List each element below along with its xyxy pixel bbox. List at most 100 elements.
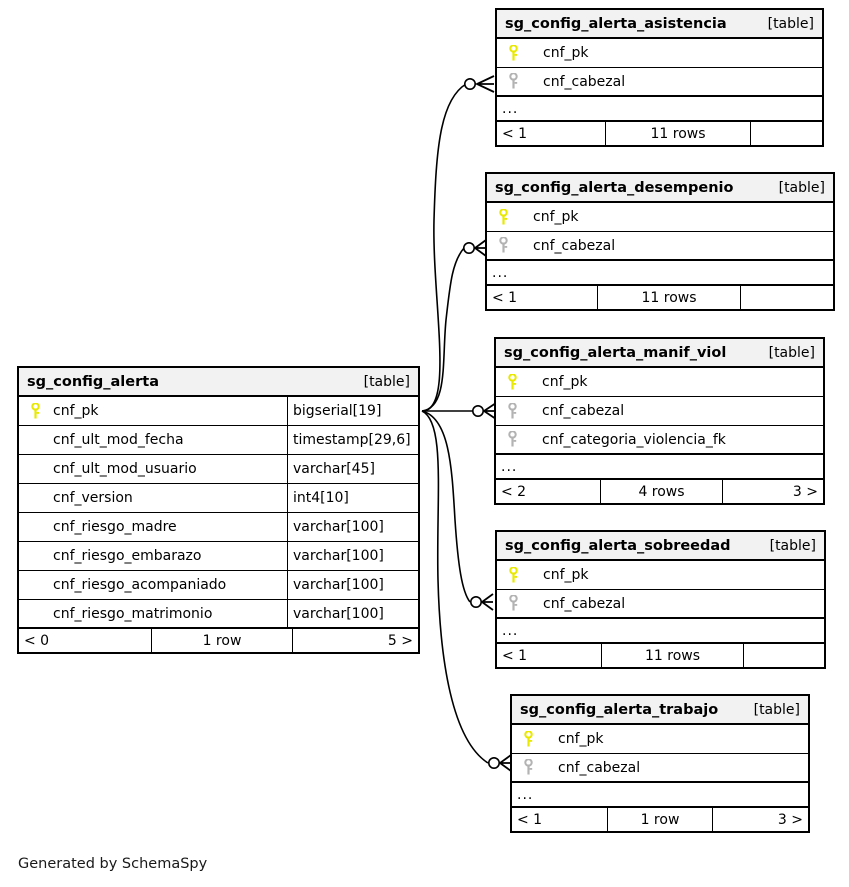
table-footer: < 1 1 row 3 > <box>512 808 808 831</box>
table-row[interactable]: cnf_pk <box>487 203 833 232</box>
generated-by-credit: Generated by SchemaSpy <box>18 856 208 872</box>
foreign-key-icon <box>503 595 523 612</box>
table-kind-label: [table] <box>363 373 410 390</box>
footer-parents-count[interactable]: < 1 <box>502 125 528 142</box>
column-name: cnf_version <box>53 490 133 506</box>
crowsfoot-asistencia <box>474 75 495 93</box>
column-name: cnf_cabezal <box>543 73 626 90</box>
footer-children-count[interactable] <box>743 644 824 667</box>
footer-children-count[interactable]: 3 > <box>722 480 823 503</box>
table-footer: < 1 11 rows <box>497 122 822 145</box>
table-title-bar: sg_config_alerta_asistencia [table] <box>497 10 822 39</box>
foreign-key-icon <box>502 431 522 448</box>
primary-key-icon <box>503 44 523 62</box>
primary-key-icon <box>502 373 522 391</box>
column-type: varchar[100] <box>287 513 418 541</box>
table-row[interactable]: cnf_cabezal <box>496 397 823 426</box>
column-name: cnf_pk <box>533 209 579 225</box>
column-name: cnf_categoria_violencia_fk <box>542 431 726 448</box>
table-sg-config-alerta[interactable]: sg_config_alerta [table] cnf_pk bigseria… <box>17 366 420 654</box>
table-sg-config-alerta-sobreedad[interactable]: sg_config_alerta_sobreedad [table] cnf_p… <box>495 530 826 669</box>
table-sg-config-alerta-desempenio[interactable]: sg_config_alerta_desempenio [table] cnf_… <box>485 172 835 311</box>
column-name: cnf_pk <box>543 567 589 583</box>
table-title-bar: sg_config_alerta_desempenio [table] <box>487 174 833 203</box>
column-type: varchar[100] <box>287 542 418 570</box>
table-name: sg_config_alerta_desempenio <box>495 179 734 196</box>
crowsfoot-sobreedad <box>480 593 494 611</box>
primary-key-icon <box>503 566 523 584</box>
column-name: cnf_pk <box>558 731 604 747</box>
table-sg-config-alerta-manif-viol[interactable]: sg_config_alerta_manif_viol [table] cnf_… <box>494 337 825 505</box>
column-name: cnf_pk <box>543 45 589 61</box>
table-row[interactable]: cnf_cabezal <box>497 68 822 97</box>
table-title-bar: sg_config_alerta_trabajo [table] <box>512 696 808 725</box>
table-name: sg_config_alerta_trabajo <box>520 701 719 718</box>
more-columns-ellipsis[interactable]: ... <box>497 619 824 644</box>
optional-marker-manif-viol <box>471 404 484 417</box>
column-type: varchar[100] <box>287 600 418 627</box>
footer-parents-count[interactable]: < 1 <box>517 811 543 828</box>
table-row[interactable]: cnf_riesgo_matrimonio varchar[100] <box>19 600 418 629</box>
table-row[interactable]: cnf_categoria_violencia_fk <box>496 426 823 455</box>
edge-to-asistencia <box>421 83 467 412</box>
table-row[interactable]: cnf_ult_mod_usuario varchar[45] <box>19 455 418 484</box>
table-row[interactable]: cnf_pk <box>497 561 824 590</box>
foreign-key-icon <box>518 759 538 776</box>
table-row[interactable]: cnf_cabezal <box>512 754 808 783</box>
column-name: cnf_riesgo_acompaniado <box>53 577 227 593</box>
column-name: cnf_riesgo_matrimonio <box>53 605 213 622</box>
footer-row-count: 1 row <box>151 629 292 652</box>
primary-key-icon <box>493 208 513 226</box>
column-name: cnf_ult_mod_usuario <box>53 461 197 477</box>
edge-to-sobreedad <box>421 410 471 603</box>
table-kind-label: [table] <box>769 537 816 554</box>
footer-parents-count[interactable]: < 1 <box>492 289 518 306</box>
table-row[interactable]: cnf_cabezal <box>487 232 833 261</box>
table-row[interactable]: cnf_version int4[10] <box>19 484 418 513</box>
column-name: cnf_cabezal <box>542 403 625 419</box>
primary-key-icon <box>25 402 45 420</box>
optional-marker-trabajo <box>487 756 500 769</box>
table-row[interactable]: cnf_pk <box>497 39 822 68</box>
footer-row-count: 1 row <box>607 808 712 831</box>
footer-children-count[interactable]: 3 > <box>712 808 808 831</box>
foreign-key-icon <box>493 237 513 254</box>
footer-children-count[interactable] <box>750 122 822 145</box>
foreign-key-icon <box>502 402 522 420</box>
foreign-key-icon <box>503 73 523 90</box>
more-columns-ellipsis[interactable]: ... <box>487 261 833 286</box>
column-name: cnf_cabezal <box>533 237 616 254</box>
table-sg-config-alerta-asistencia[interactable]: sg_config_alerta_asistencia [table] cnf_… <box>495 8 824 147</box>
table-footer: < 1 11 rows <box>497 644 824 667</box>
footer-parents-count[interactable]: < 1 <box>502 647 528 664</box>
column-name: cnf_riesgo_embarazo <box>53 548 202 564</box>
footer-children-count[interactable]: 5 > <box>292 629 418 652</box>
more-columns-ellipsis[interactable]: ... <box>496 455 823 480</box>
table-row[interactable]: cnf_cabezal <box>497 590 824 619</box>
table-row[interactable]: cnf_pk <box>512 725 808 754</box>
table-row[interactable]: cnf_riesgo_embarazo varchar[100] <box>19 542 418 571</box>
footer-parents-count[interactable]: < 0 <box>24 632 50 649</box>
footer-row-count: 11 rows <box>601 644 743 667</box>
table-name: sg_config_alerta <box>27 373 159 390</box>
table-row[interactable]: cnf_riesgo_madre varchar[100] <box>19 513 418 542</box>
table-sg-config-alerta-trabajo[interactable]: sg_config_alerta_trabajo [table] cnf_pk … <box>510 694 810 833</box>
table-kind-label: [table] <box>767 15 814 32</box>
table-kind-label: [table] <box>778 179 825 196</box>
column-name: cnf_riesgo_madre <box>53 519 177 535</box>
more-columns-ellipsis[interactable]: ... <box>512 783 808 808</box>
table-kind-label: [table] <box>753 701 800 718</box>
table-row[interactable]: cnf_pk <box>496 368 823 397</box>
more-columns-ellipsis[interactable]: ... <box>497 97 822 122</box>
table-row[interactable]: cnf_pk bigserial[19] <box>19 397 418 426</box>
column-type: timestamp[29,6] <box>287 426 418 454</box>
footer-children-count[interactable] <box>740 286 833 309</box>
table-title-bar: sg_config_alerta_sobreedad [table] <box>497 532 824 561</box>
edge-to-trabajo <box>421 410 489 764</box>
table-name: sg_config_alerta_manif_viol <box>504 344 727 361</box>
footer-parents-count[interactable]: < 2 <box>501 483 527 500</box>
table-row[interactable]: cnf_riesgo_acompaniado varchar[100] <box>19 571 418 600</box>
optional-marker-sobreedad <box>469 595 482 608</box>
table-row[interactable]: cnf_ult_mod_fecha timestamp[29,6] <box>19 426 418 455</box>
